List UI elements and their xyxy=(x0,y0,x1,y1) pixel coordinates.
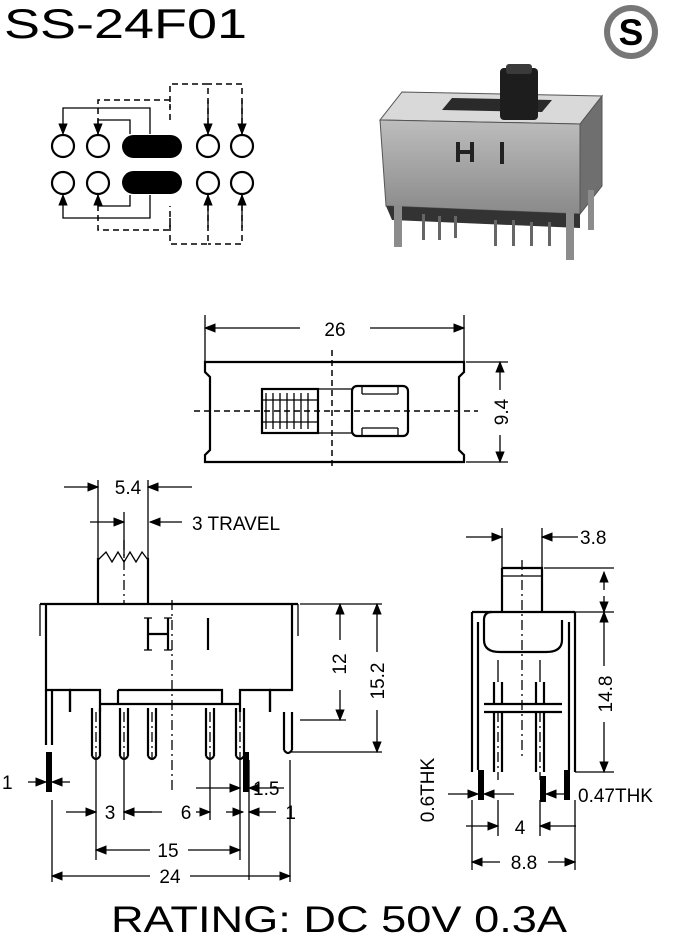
top-view-drawing xyxy=(194,315,508,470)
schematic-contacts xyxy=(50,83,255,245)
overall-length-label: 24 xyxy=(159,867,181,888)
top-width-label: 9.4 xyxy=(492,398,513,425)
side-view-drawing xyxy=(448,528,614,870)
overall-height-label: 15.2 xyxy=(368,663,389,700)
knob-pitch-label: 5.4 xyxy=(115,478,142,499)
s-logo-icon: S xyxy=(604,5,658,59)
pitch-b-label: 6 xyxy=(181,803,192,824)
rating-text: RATING: DC 50V 0.3A xyxy=(111,899,567,939)
knob-width-label: 3.8 xyxy=(580,528,606,549)
svg-text:S: S xyxy=(619,12,644,53)
span-label: 15 xyxy=(157,841,178,862)
travel-label: 3 TRAVEL xyxy=(192,514,280,535)
side-width-label: 8.8 xyxy=(511,853,537,874)
tab-thickness-label: 0.47THK xyxy=(578,786,653,807)
right-tab-label: 1 xyxy=(285,803,296,824)
pin-thickness-label: 0.6THK xyxy=(418,757,439,822)
left-tab-label: 1 xyxy=(2,773,13,794)
model-title: SS-24F01 xyxy=(4,0,247,47)
side-height-label: 14.8 xyxy=(596,676,617,713)
top-length-label: 26 xyxy=(324,320,345,341)
front-view-drawing xyxy=(28,480,382,882)
pitch-a-label: 3 xyxy=(105,803,116,824)
body-height-label: 12 xyxy=(330,653,351,674)
offset-label: 1.5 xyxy=(253,779,279,800)
pin-pitch-label: 4 xyxy=(515,818,526,839)
product-photo xyxy=(378,64,604,260)
